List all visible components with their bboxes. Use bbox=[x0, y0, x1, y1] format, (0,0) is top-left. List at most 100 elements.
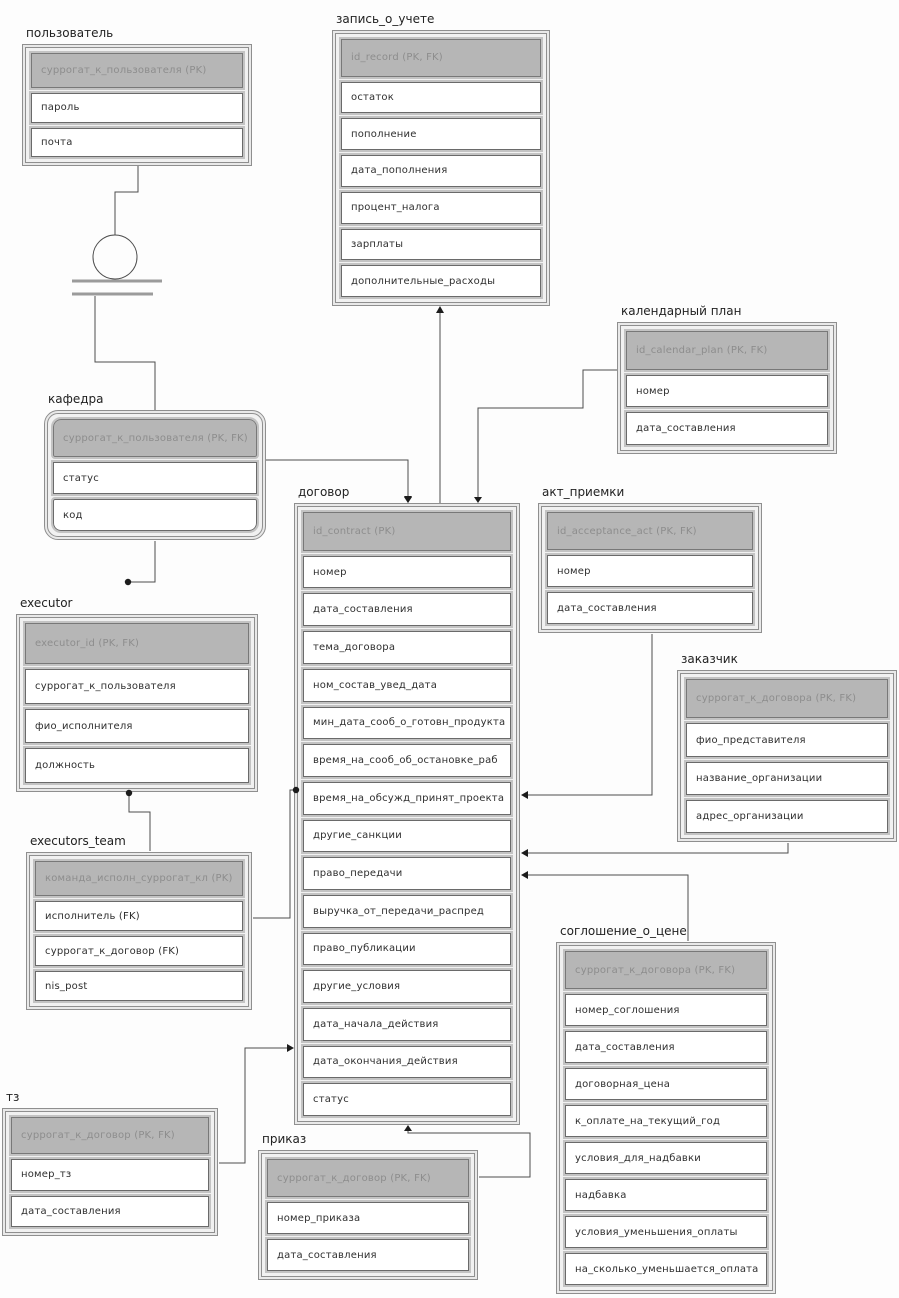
entity-kafedra[interactable]: кафедра суррогат_к_пользователя (PK, FK)с… bbox=[44, 392, 266, 540]
field-row: адрес_организации bbox=[684, 797, 890, 835]
primary-key-row: суррогат_к_договора (PK, FK) bbox=[563, 949, 769, 991]
entity-kalendarny-plan[interactable]: календарный план id_calendar_plan (PK, FK… bbox=[617, 304, 837, 454]
field-row: пароль bbox=[29, 91, 245, 125]
entity-executors-team[interactable]: executors_team команда_исполн_суррогат_кл… bbox=[26, 834, 252, 1010]
entity-title: договор bbox=[298, 485, 350, 499]
field-row: другие_санкции bbox=[301, 817, 513, 855]
field-row: выручка_от_передачи_распред bbox=[301, 892, 513, 930]
connector-category-kafedra bbox=[94, 296, 156, 410]
field-row: название_организации bbox=[684, 759, 890, 797]
entity-rows: суррогат_к_договор (PK, FK)номер_приказа… bbox=[261, 1153, 475, 1277]
field-row: суррогат_к_договор (FK) bbox=[33, 934, 245, 969]
field-row: мин_дата_сооб_о_готовн_продукта bbox=[301, 704, 513, 742]
entity-title: соглошение_о_цене bbox=[560, 924, 687, 938]
entity-title: календарный план bbox=[621, 304, 742, 318]
arrowhead-down-kafedra bbox=[404, 496, 412, 503]
field-row: надбавка bbox=[563, 1177, 769, 1213]
connector-plan-dogovor bbox=[477, 369, 617, 501]
entity-box[interactable]: суррогат_к_договор (PK, FK)номер_приказа… bbox=[258, 1150, 478, 1280]
field-row: дата_составления bbox=[9, 1193, 211, 1230]
primary-key-row: executor_id (PK, FK) bbox=[23, 620, 251, 667]
arrowhead-left-zakazchik bbox=[521, 849, 528, 857]
field-row: номер_тз bbox=[9, 1157, 211, 1193]
field-row: код bbox=[51, 497, 259, 533]
field-row: на_сколько_уменьшается_оплата bbox=[563, 1251, 769, 1287]
field-row: номер bbox=[301, 553, 513, 591]
field-row: номер_приказа bbox=[265, 1200, 471, 1236]
field-row: дата_составления bbox=[265, 1237, 471, 1273]
entity-title: тз bbox=[6, 1090, 20, 1104]
primary-key-row: суррогат_к_пользователя (PK, FK) bbox=[51, 417, 259, 459]
primary-key-row: суррогат_к_договор (PK, FK) bbox=[9, 1114, 211, 1157]
arrowhead-left-akt bbox=[521, 791, 528, 799]
arrowhead-right-tz bbox=[287, 1044, 294, 1052]
field-row: почта bbox=[29, 125, 245, 159]
field-row: пополнение bbox=[339, 116, 543, 153]
field-row: номер_соглошения bbox=[563, 992, 769, 1028]
field-row: время_на_обсужд_принят_проекта bbox=[301, 779, 513, 817]
primary-key-row: id_calendar_plan (PK, FK) bbox=[624, 329, 830, 372]
field-row: номер bbox=[624, 372, 830, 410]
field-row: суррогат_к_пользователя bbox=[23, 667, 251, 706]
field-row: номер bbox=[545, 553, 755, 589]
entity-soglashenie-o-cene[interactable]: соглошение_о_цене суррогат_к_договора (PK… bbox=[556, 924, 776, 1294]
primary-key-row: id_acceptance_act (PK, FK) bbox=[545, 510, 755, 552]
field-row: дата_пополнения bbox=[339, 153, 543, 189]
entity-title: executor bbox=[20, 596, 73, 610]
primary-key-row: команда_исполн_суррогат_кл (PK) bbox=[33, 858, 245, 899]
entity-rows: суррогат_к_договора (PK, FK)фио_представ… bbox=[680, 673, 894, 839]
connector-team-dogovor bbox=[253, 789, 294, 919]
primary-key-row: суррогат_к_договора (PK, FK) bbox=[684, 676, 890, 721]
entity-polzovatel[interactable]: пользователь суррогат_к_пользователя (PK)… bbox=[22, 26, 252, 166]
field-row: исполнитель (FK) bbox=[33, 899, 245, 934]
field-row: право_публикации bbox=[301, 930, 513, 968]
field-row: остаток bbox=[339, 79, 543, 116]
field-row: дата_составления bbox=[545, 590, 755, 626]
entity-rows: суррогат_к_договора (PK, FK)номер_соглош… bbox=[559, 945, 773, 1291]
connector-akt-dogovor bbox=[524, 634, 653, 796]
entity-box[interactable]: суррогат_к_договора (PK, FK)фио_представ… bbox=[677, 670, 897, 842]
entity-title: кафедра bbox=[48, 392, 104, 406]
field-row: зарплаты bbox=[339, 226, 543, 263]
field-row: должность bbox=[23, 746, 251, 785]
field-row: дополнительные_расходы bbox=[339, 263, 543, 299]
connector-user-category bbox=[114, 166, 139, 235]
field-row: процент_налога bbox=[339, 189, 543, 226]
entity-title: executors_team bbox=[30, 834, 126, 848]
entity-box[interactable]: executor_id (PK, FK)суррогат_к_пользоват… bbox=[16, 614, 258, 792]
entity-box[interactable]: команда_исполн_суррогат_кл (PK)исполните… bbox=[26, 852, 252, 1010]
connector-kafedra-executor bbox=[131, 541, 156, 583]
entity-title: пользователь bbox=[26, 26, 114, 40]
entity-rows: executor_id (PK, FK)суррогат_к_пользоват… bbox=[19, 617, 255, 789]
dot-kafedra-executor bbox=[124, 578, 132, 586]
entity-executor[interactable]: executor executor_id (PK, FK)суррогат_к_п… bbox=[16, 596, 258, 792]
field-row: фио_представителя bbox=[684, 721, 890, 759]
field-row: фио_исполнителя bbox=[23, 706, 251, 746]
field-row: дата_составления bbox=[301, 591, 513, 629]
field-row: другие_условия bbox=[301, 968, 513, 1005]
entity-box[interactable]: суррогат_к_договора (PK, FK)номер_соглош… bbox=[556, 942, 776, 1294]
field-row: статус bbox=[301, 1081, 513, 1118]
entity-title: заказчик bbox=[681, 652, 738, 666]
connector-zakazchik-dogovor bbox=[524, 843, 789, 854]
field-row: ном_состав_увед_дата bbox=[301, 666, 513, 704]
entity-zakazchik[interactable]: заказчик суррогат_к_договора (PK, FK)фио_… bbox=[677, 652, 897, 842]
primary-key-row: суррогат_к_договор (PK, FK) bbox=[265, 1157, 471, 1199]
